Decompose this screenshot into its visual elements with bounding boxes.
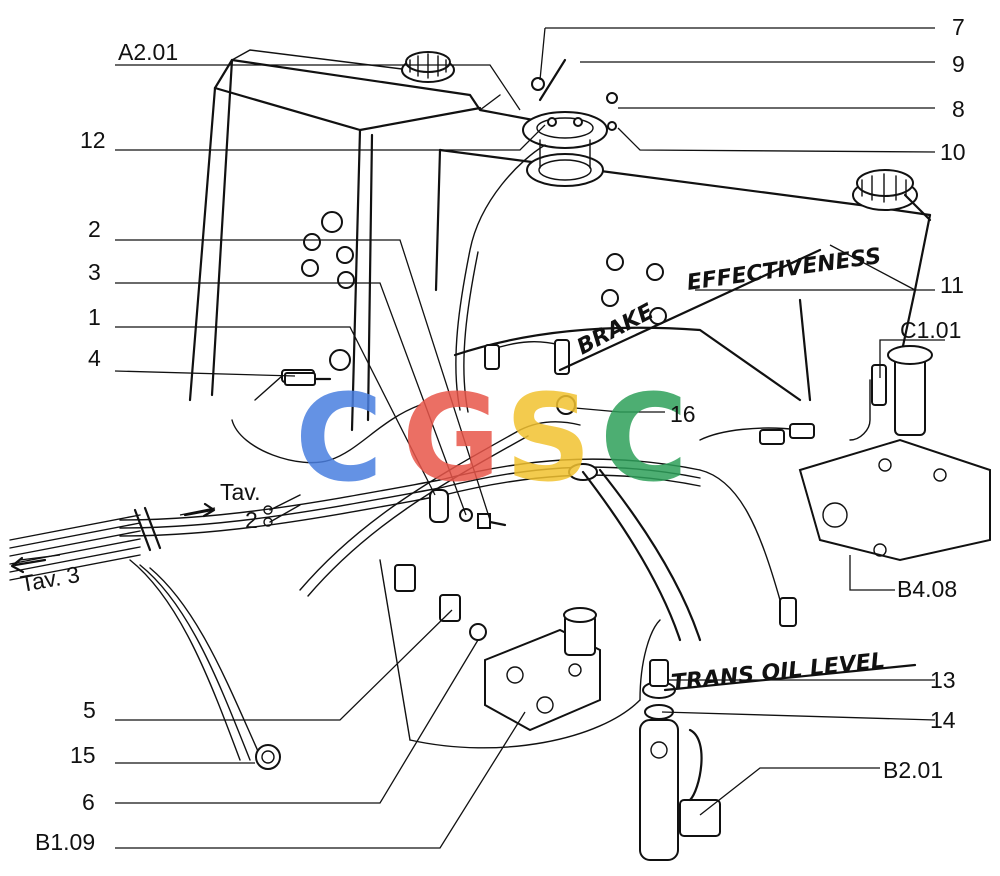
label-tav-2-number: 2 xyxy=(245,507,258,533)
gearbox-housing xyxy=(798,345,991,562)
leader-lines xyxy=(19,27,945,849)
label-11: 11 xyxy=(940,272,964,298)
label-15: 15 xyxy=(70,742,96,768)
label-tav-2-word: Tav. xyxy=(220,479,260,505)
tank-ports xyxy=(301,211,667,371)
connectors xyxy=(254,339,815,770)
watermark: C G S C xyxy=(295,370,688,509)
label-5: 5 xyxy=(83,697,96,723)
label-16: 16 xyxy=(670,401,696,427)
label-a201: A2.01 xyxy=(118,39,178,65)
label-13: 13 xyxy=(930,667,956,693)
label-4: 4 xyxy=(88,345,101,371)
watermark-letter-g: G xyxy=(402,370,501,509)
label-2: 2 xyxy=(88,216,101,242)
valve-block xyxy=(484,607,601,732)
label-14: 14 xyxy=(930,707,956,733)
callout-labels: A2.01 7 9 8 12 10 2 3 11 1 C1.01 4 16 Ta… xyxy=(18,14,965,855)
label-3: 3 xyxy=(88,259,101,285)
label-10: 10 xyxy=(940,139,966,165)
fuel-sender-unit xyxy=(522,58,618,187)
label-12: 12 xyxy=(80,127,106,153)
reference-arrows xyxy=(10,502,216,574)
cable-bundle xyxy=(9,506,162,581)
label-c101: C1.01 xyxy=(900,317,961,343)
label-6: 6 xyxy=(82,789,95,815)
label-1: 1 xyxy=(88,304,101,330)
note-effectiveness: EFFECTIVENESS xyxy=(685,244,882,296)
label-b109: B1.09 xyxy=(35,829,95,855)
note-trans-oil-level: TRANS OIL LEVEL xyxy=(670,649,886,696)
watermark-letter-c: C xyxy=(295,370,383,509)
oil-pipe xyxy=(639,659,721,861)
label-tav-3: Tav. 3 xyxy=(18,561,81,597)
watermark-letter-s: S xyxy=(505,370,591,509)
watermark-letter-c2: C xyxy=(600,370,688,509)
label-7: 7 xyxy=(952,14,965,40)
label-b408: B4.08 xyxy=(897,576,957,602)
label-b201: B2.01 xyxy=(883,757,943,783)
label-9: 9 xyxy=(952,51,965,77)
filler-cap-right xyxy=(852,169,932,222)
filler-cap-left xyxy=(401,51,455,83)
label-8: 8 xyxy=(952,96,965,122)
